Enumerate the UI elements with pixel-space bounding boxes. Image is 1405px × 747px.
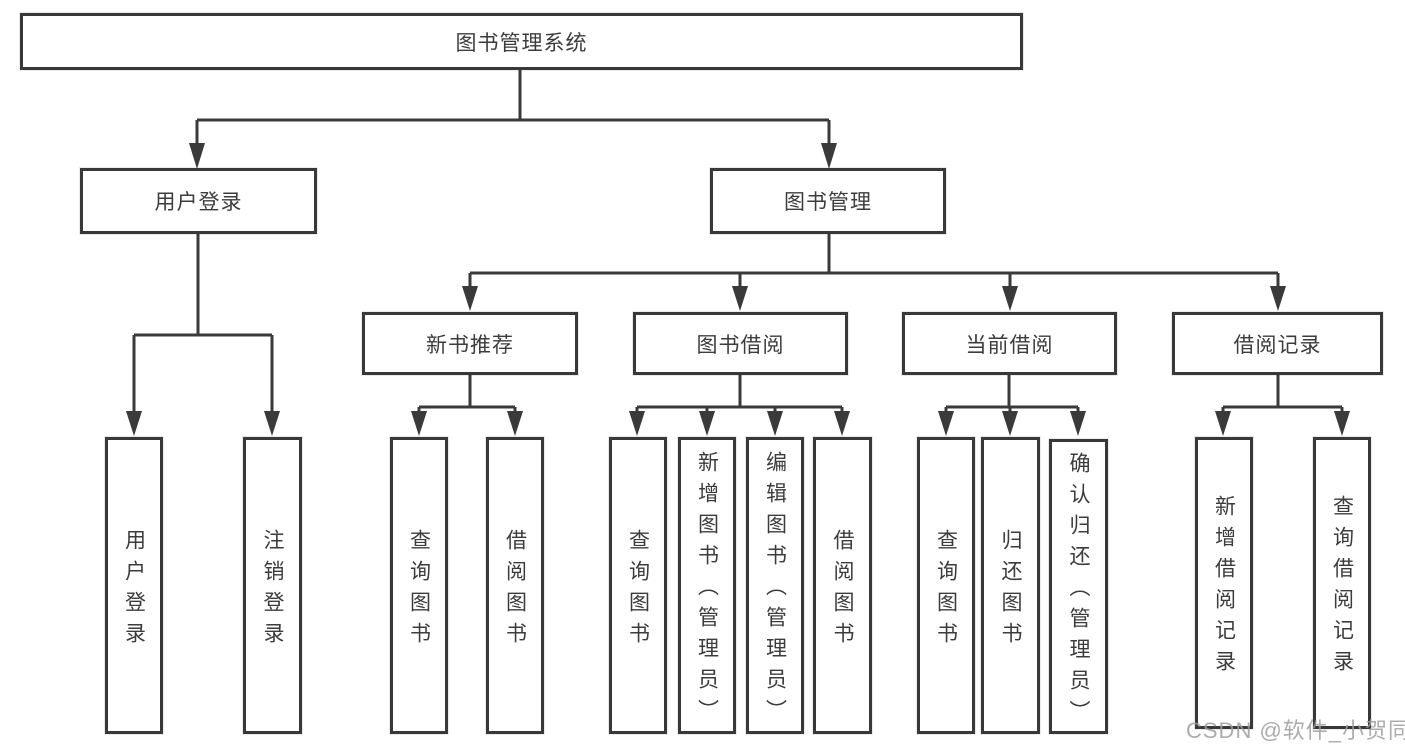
leaf-borrowing-query-books-label: 查询图书 xyxy=(626,528,650,653)
leaf-current-query-books-label: 查询图书 xyxy=(934,528,958,653)
node-new-book-recommend: 新书推荐 xyxy=(362,312,578,375)
leaf-add-borrow-record-label: 新增借阅记录 xyxy=(1212,495,1236,681)
leaf-confirm-return-admin: 确认归还（管理员） xyxy=(1049,439,1108,734)
leaf-user-login: 用户登录 xyxy=(105,437,163,734)
connector-borrow-record-children xyxy=(1215,375,1350,436)
leaf-recommend-borrow-books: 借阅图书 xyxy=(486,437,544,734)
leaf-query-borrow-record: 查询借阅记录 xyxy=(1313,437,1371,729)
leaf-return-books: 归还图书 xyxy=(981,437,1040,734)
leaf-add-book-admin-label: 新增图书（管理员） xyxy=(695,451,719,730)
leaf-add-borrow-record: 新增借阅记录 xyxy=(1195,437,1253,729)
leaf-logout-label: 注销登录 xyxy=(261,528,284,653)
leaf-query-borrow-record-label: 查询借阅记录 xyxy=(1330,495,1354,681)
leaf-borrowing-query-books: 查询图书 xyxy=(609,437,667,734)
leaf-recommend-borrow-books-label: 借阅图书 xyxy=(503,528,527,653)
connector-book-borrow-children xyxy=(629,375,850,436)
leaf-recommend-query-books-label: 查询图书 xyxy=(407,528,431,653)
leaf-edit-book-admin: 编辑图书（管理员） xyxy=(746,437,804,734)
connector-current-borrow-children xyxy=(938,375,1086,436)
node-book-management: 图书管理 xyxy=(710,168,946,234)
leaf-add-book-admin: 新增图书（管理员） xyxy=(678,437,736,734)
leaf-user-login-label: 用户登录 xyxy=(122,528,146,653)
watermark: CSDN @软件_小贺同学 xyxy=(1186,718,1405,743)
connector-root-to-level2 xyxy=(189,70,837,169)
connector-user-login-children xyxy=(126,234,280,436)
leaf-current-query-books: 查询图书 xyxy=(917,437,975,734)
leaf-borrowing-borrow-books-label: 借阅图书 xyxy=(831,528,854,653)
leaf-logout: 注销登录 xyxy=(243,437,302,734)
node-root-system: 图书管理系统 xyxy=(20,13,1023,70)
leaf-edit-book-admin-label: 编辑图书（管理员） xyxy=(763,451,787,730)
connector-book-management-groups xyxy=(462,234,1286,311)
leaf-borrowing-borrow-books: 借阅图书 xyxy=(813,437,872,734)
node-current-borrowing: 当前借阅 xyxy=(902,312,1117,375)
leaf-return-books-label: 归还图书 xyxy=(999,528,1022,653)
node-book-borrowing: 图书借阅 xyxy=(633,312,848,375)
leaf-recommend-query-books: 查询图书 xyxy=(390,437,448,734)
node-borrowing-records: 借阅记录 xyxy=(1172,312,1383,375)
leaf-confirm-return-admin-label: 确认归还（管理员） xyxy=(1067,452,1090,731)
connector-new-book-children xyxy=(411,375,523,436)
node-user-login: 用户登录 xyxy=(80,168,317,234)
